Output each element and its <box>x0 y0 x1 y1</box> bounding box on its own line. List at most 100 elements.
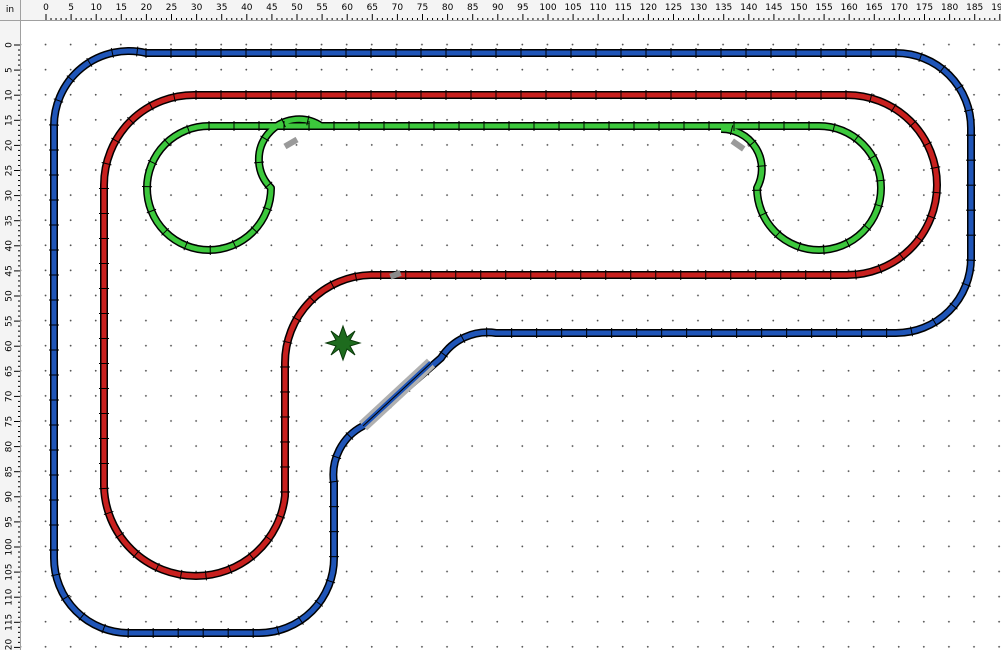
track-joint <box>276 625 280 636</box>
track-joint <box>797 241 802 252</box>
track-joint <box>890 103 897 113</box>
ruler-label: 165 <box>866 3 883 13</box>
track-joint <box>314 599 324 607</box>
track-joint <box>931 317 938 327</box>
ruler-label: 135 <box>715 3 732 13</box>
ruler-label: 85 <box>467 3 478 13</box>
ruler-label: 100 <box>5 538 15 555</box>
track-joint <box>854 269 857 280</box>
ruler-label: 10 <box>90 3 102 13</box>
ruler-label: 35 <box>5 215 15 226</box>
track-joint <box>868 93 873 104</box>
inner-dogbone-track[interactable] <box>143 115 885 254</box>
ruler-label: 85 <box>5 466 15 477</box>
turnout-icon[interactable] <box>730 138 746 152</box>
track-joint <box>325 579 336 584</box>
track-joint <box>822 244 825 255</box>
ruler-label: 115 <box>5 614 15 631</box>
ruler-label: 55 <box>316 3 327 13</box>
track-joint <box>248 552 255 561</box>
ruler-label: 100 <box>539 3 556 13</box>
track-joint <box>844 238 851 248</box>
track-joint <box>250 226 259 234</box>
track-joint <box>147 159 158 165</box>
ruler-label: 80 <box>442 3 454 13</box>
ruler-label: 55 <box>5 315 15 326</box>
track-joint <box>227 564 233 574</box>
ruler-label: 50 <box>5 290 15 302</box>
ruler-unit-label: in <box>5 5 15 15</box>
middle-loop-track[interactable] <box>100 90 941 580</box>
ruler-label: 180 <box>941 3 958 13</box>
vertical-ruler-scale: 0510152025303540455055606570758085909510… <box>5 42 20 650</box>
star-marker-icon[interactable] <box>324 324 362 362</box>
ruler-label: 160 <box>841 3 858 13</box>
track-joint <box>132 549 140 559</box>
ruler-label: 90 <box>492 3 504 13</box>
track-joint <box>954 84 964 91</box>
track-joint <box>862 223 872 231</box>
ruler-label: 70 <box>392 3 404 13</box>
ruler-label: 15 <box>5 115 15 126</box>
track-joint <box>264 181 273 189</box>
ruler-label: 65 <box>5 366 15 377</box>
track-joint <box>914 235 924 243</box>
ruler-label: 30 <box>191 3 203 13</box>
track-joint <box>868 154 878 160</box>
track-joint <box>60 594 70 601</box>
ruler-label: 120 <box>5 639 15 650</box>
ruler-label: 120 <box>640 3 657 13</box>
track-joint <box>275 514 286 519</box>
track-joint <box>103 510 114 516</box>
track-joint <box>756 165 767 167</box>
track-joint <box>354 271 358 282</box>
ruler-label: 125 <box>665 3 682 13</box>
ruler-label: 50 <box>291 3 303 13</box>
track-joint <box>50 573 61 577</box>
ruler-label: 190 <box>991 3 1001 13</box>
track-joint <box>292 316 302 322</box>
ruler-label: 145 <box>765 3 782 13</box>
outer-loop-rail[interactable] <box>49 47 975 637</box>
track-joint <box>873 203 884 208</box>
track-joint <box>179 569 183 580</box>
ruler-label: 130 <box>690 3 707 13</box>
inner-dogbone-fill <box>144 116 884 253</box>
track-joint <box>163 138 171 147</box>
selected-track-section[interactable] <box>358 358 436 431</box>
track-joint <box>908 119 917 128</box>
track-joint <box>148 101 154 111</box>
layout-canvas[interactable] <box>21 21 1001 650</box>
track-joint <box>748 139 757 147</box>
track-joint <box>329 280 336 290</box>
track-joint <box>204 570 207 581</box>
track-joint <box>729 125 734 136</box>
ruler-label: 105 <box>565 3 582 13</box>
ruler-label: 30 <box>5 190 15 202</box>
ruler-label: 40 <box>5 240 15 252</box>
middle-loop-fill <box>101 92 940 579</box>
track-joint <box>78 612 86 621</box>
ruler-label: 35 <box>216 3 227 13</box>
ruler-label: 115 <box>615 3 632 13</box>
outer-loop-track[interactable] <box>49 47 975 637</box>
track-joint <box>832 122 836 133</box>
ruler-label: 25 <box>166 3 177 13</box>
track-plan[interactable] <box>21 21 1001 650</box>
track-joint <box>280 117 286 128</box>
ruler-label: 150 <box>790 3 807 13</box>
turnout-icon[interactable] <box>283 136 299 150</box>
track-joint <box>111 137 121 144</box>
track-joint <box>931 191 942 194</box>
ruler-label: 0 <box>43 3 49 13</box>
ruler-label: 140 <box>740 3 757 13</box>
track-joint <box>758 211 768 217</box>
ruler-label: 75 <box>5 416 15 427</box>
track-joint <box>308 295 316 304</box>
ruler-label: 155 <box>816 3 833 13</box>
track-joint <box>262 206 273 211</box>
turnout-icon[interactable] <box>389 270 402 280</box>
